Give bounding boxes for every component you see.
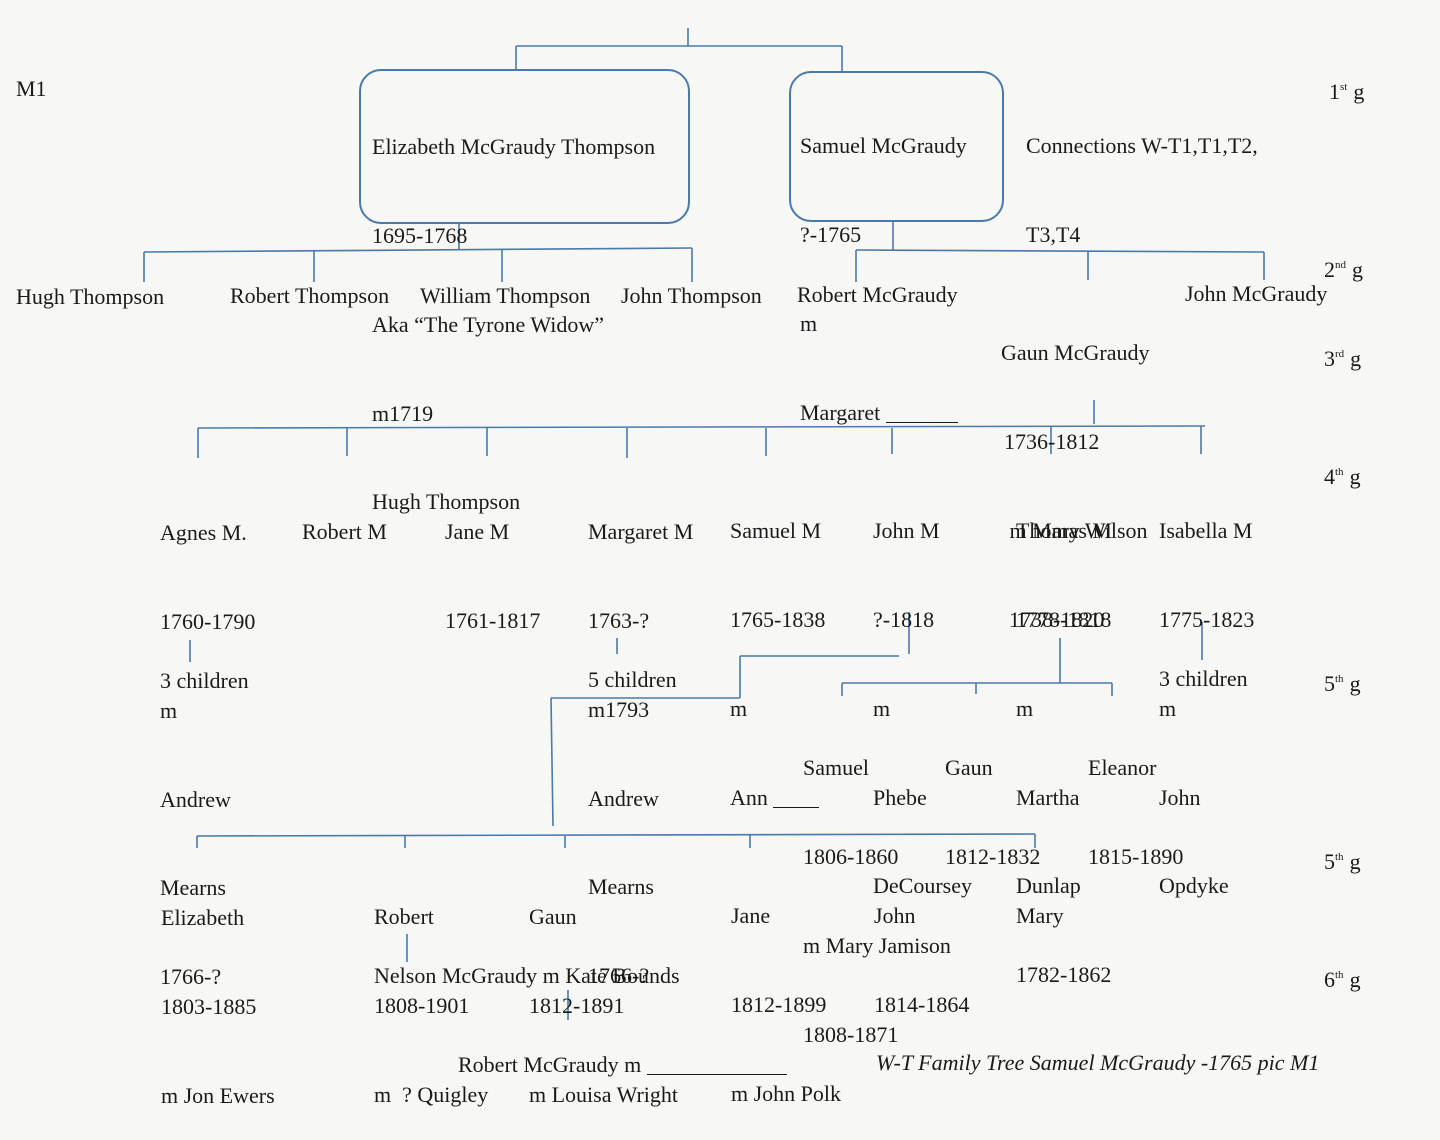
samuel-box: [789, 71, 1004, 222]
person-john-m: John M ?-1818 m Phebe DeCoursey: [873, 518, 972, 899]
person-elizabeth-1803: Elizabeth 1803-1885 m Jon Ewers: [161, 905, 275, 1108]
person-thomas-m: Thomas M 1778-1818 m Martha Dunlap 1782-…: [1016, 518, 1112, 988]
isabella-children-count: 3 children: [1159, 666, 1248, 691]
person-hugh-thompson: Hugh Thompson: [16, 284, 165, 309]
person-william-thompson: William Thompson: [420, 283, 591, 308]
person-robert-1808: Robert 1808-1901 m ? Quigley: [374, 904, 489, 1107]
person-jane-1812: Jane 1812-1899 m John Polk: [731, 903, 842, 1106]
person-jane-m: Jane M 1761-1817: [445, 519, 541, 633]
person-john-mcgraudy: John McGraudy: [1185, 281, 1328, 306]
person-samuel-mcgraudy: Samuel McGraudy ?-1765 m Margaret: [800, 133, 967, 425]
person-john-thompson: John Thompson: [621, 283, 762, 308]
connections-line: Connections W-T1,T1,T2,: [1026, 133, 1258, 159]
person-john-1814: John 1814-1864: [874, 903, 970, 1017]
agnes-children-count: 3 children: [160, 668, 249, 693]
margaret-children-count: 5 children: [588, 667, 677, 692]
person-robert-m: Robert M: [302, 519, 387, 545]
person-samuel-m: Samuel M 1765-1838 m Ann: [730, 518, 826, 810]
person-samuel-1806: Samuel 1806-1860 m Mary Jamison 1808-187…: [803, 755, 951, 1047]
blank-line: [885, 402, 958, 423]
connections-line: T3,T4: [1026, 221, 1081, 247]
person-robert-thompson: Robert Thompson: [230, 283, 390, 308]
blank-line: [646, 1054, 787, 1075]
page-label: M1: [16, 76, 47, 101]
person-isabella-m: Isabella M 1775-1823 m John Opdyke: [1159, 518, 1255, 899]
person-elizabeth-mcgraudy-thompson: Elizabeth McGraudy Thompson 1695-1768 Ak…: [372, 134, 656, 515]
page-caption: W-T Family Tree Samuel McGraudy -1765 pi…: [876, 1050, 1320, 1075]
person-gaun-mcgraudy: Gaun McGraudy 1736-1812 m Mary Wilson 17…: [1001, 340, 1150, 632]
person-agnes-m: Agnes M. 1760-1790 m Andrew Mearns 1766-…: [160, 520, 256, 990]
connections-note: Connections W-T1,T1,T2, T3,T4: [1026, 72, 1258, 279]
person-gaun-1812-b: Gaun 1812-1891 m Louisa Wright: [529, 904, 679, 1107]
blank-line: [773, 787, 820, 808]
person-robert-mcgraudy: Robert McGraudy: [797, 282, 958, 307]
person-gaun-1812: Gaun 1812-1832: [945, 755, 1041, 869]
person-margaret-m: Margaret M 1763-? m1793 Andrew Mearns 17…: [588, 519, 694, 989]
person-eleanor-1815: Eleanor 1815-1890: [1088, 755, 1184, 869]
tree-connector-lines: [143, 28, 1265, 1020]
elizabeth-box: [359, 69, 690, 224]
person-nelson-mcgraudy: Nelson McGraudy m Kate Bounds: [374, 963, 680, 988]
person-mary: Mary: [1016, 903, 1064, 929]
person-robert-mcgraudy-gen7: Robert McGraudy m: [447, 1020, 787, 1079]
